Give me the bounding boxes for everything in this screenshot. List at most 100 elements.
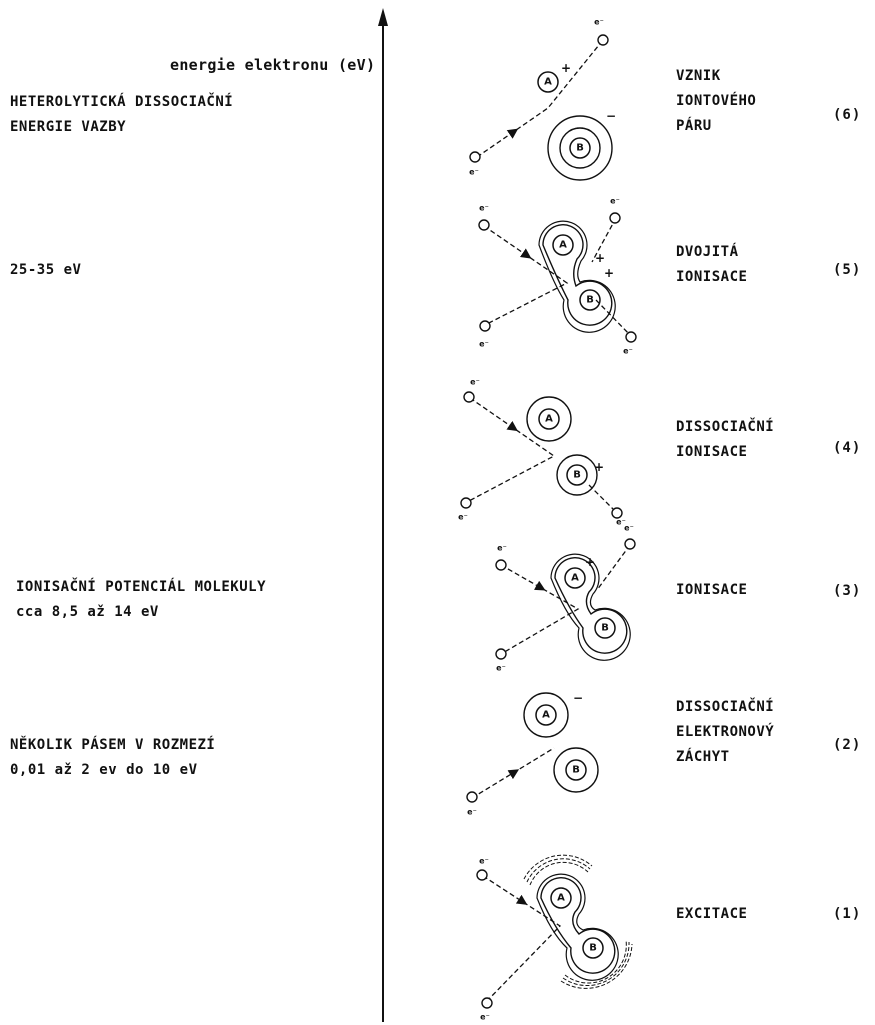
process-label-4: DISSOCIAČNÍ IONISACE xyxy=(676,415,774,465)
atom-shell xyxy=(526,396,572,442)
atom-core xyxy=(564,567,586,589)
electron xyxy=(479,320,491,332)
scheme-4-dissociative-ionisation: AB+e⁻e⁻e⁻ xyxy=(458,378,626,527)
excitation-arc xyxy=(562,941,630,987)
electron-symbol: e⁻ xyxy=(470,378,480,387)
electron-symbol: e⁻ xyxy=(616,518,626,527)
electron-symbol: e⁻ xyxy=(624,524,634,533)
atom-core xyxy=(538,408,560,430)
charge-sign: + xyxy=(561,61,571,75)
electron-symbol: e⁻ xyxy=(623,347,633,356)
electron xyxy=(469,151,481,163)
track-arrow xyxy=(519,248,532,259)
note-line: NĚKOLIK PÁSEM V ROZMEZÍ xyxy=(10,737,216,753)
molecule-envelope-outer xyxy=(550,553,631,661)
electron xyxy=(463,391,475,403)
atom-symbol: B xyxy=(573,470,581,481)
excitation-arc xyxy=(529,861,589,886)
electron-track xyxy=(591,217,617,263)
charge-sign: − xyxy=(573,691,583,705)
electron xyxy=(481,997,493,1009)
atom-core xyxy=(594,617,616,639)
note-line: IONISAČNÍ POTENCIÁL MOLEKULY xyxy=(16,579,267,595)
molecule-envelope xyxy=(540,877,616,974)
atom-symbol: B xyxy=(589,943,597,954)
note-line: ENERGIE VAZBY xyxy=(10,119,127,135)
note-double-ionisation-range: 25-35 eV xyxy=(10,258,81,283)
atom-symbol: A xyxy=(559,240,567,251)
note-bond-energy: HETEROLYTICKÁ DISSOCIAČNÍ ENERGIE VAZBY xyxy=(10,90,233,140)
process-number-3: (3) xyxy=(833,583,862,599)
axis-arrowhead xyxy=(378,8,388,26)
atom-symbol: B xyxy=(572,765,580,776)
atom-symbol: A xyxy=(571,573,579,584)
atom-core xyxy=(552,234,574,256)
process-line: ZÁCHYT xyxy=(676,749,730,765)
note-line: 0,01 až 2 ev do 10 eV xyxy=(10,762,198,778)
charge-sign: − xyxy=(606,109,616,123)
atom-core xyxy=(569,137,591,159)
process-label-3: IONISACE xyxy=(676,578,747,603)
process-label-6: VZNIK IONTOVÉHO PÁRU xyxy=(676,64,756,139)
electron xyxy=(625,331,637,343)
molecule-envelope xyxy=(542,224,613,326)
electron-track xyxy=(596,544,631,591)
process-line: IONISACE xyxy=(676,444,748,460)
process-number-1: (1) xyxy=(833,906,862,922)
excitation-arc xyxy=(564,939,627,984)
energy-axis xyxy=(378,8,388,1022)
atom-core xyxy=(566,464,588,486)
electron-track xyxy=(476,39,604,158)
atom-symbol: B xyxy=(576,143,584,154)
atom-shell xyxy=(553,747,599,793)
track-arrow xyxy=(515,894,528,905)
electron-symbol: e⁻ xyxy=(479,857,489,866)
track-arrow xyxy=(506,128,519,139)
atom-core xyxy=(582,937,604,959)
process-line: PÁRU xyxy=(676,118,712,134)
atom-symbol: A xyxy=(544,77,552,88)
process-number-4: (4) xyxy=(833,440,862,456)
atom-shell xyxy=(523,692,569,738)
electron-track xyxy=(595,299,632,337)
scheme-6-ion-pair: A+B−e⁻e⁻ xyxy=(469,18,616,181)
atom-symbol: A xyxy=(545,414,553,425)
track-arrow xyxy=(506,420,518,432)
note-line: cca 8,5 až 14 eV xyxy=(16,604,159,620)
note-line: HETEROLYTICKÁ DISSOCIAČNÍ xyxy=(10,94,234,110)
excitation-arc xyxy=(523,854,593,880)
electron-symbol: e⁻ xyxy=(610,197,620,206)
process-line: VZNIK xyxy=(676,68,721,84)
atom-core xyxy=(550,887,572,909)
electron xyxy=(495,559,507,571)
process-line: DISSOCIAČNÍ xyxy=(676,419,775,435)
atom-symbol: B xyxy=(586,295,594,306)
electron-symbol: e⁻ xyxy=(467,808,477,817)
electron xyxy=(597,34,609,46)
atom-core xyxy=(565,759,587,781)
electron xyxy=(495,648,507,660)
atom-shell xyxy=(556,454,598,496)
electron xyxy=(611,507,623,519)
electron-symbol: e⁻ xyxy=(594,18,604,27)
process-line: EXCITACE xyxy=(676,906,748,922)
charge-sign: + xyxy=(595,251,605,265)
electron xyxy=(466,791,478,803)
note-line: 25-35 eV xyxy=(10,262,82,278)
electron xyxy=(609,212,621,224)
electron-symbol: e⁻ xyxy=(497,544,507,553)
charge-sign: + xyxy=(594,460,604,474)
scheme-1-excitation: ABe⁻e⁻ xyxy=(476,854,633,1022)
process-line: IONISACE xyxy=(676,582,748,598)
process-line: ELEKTRONOVÝ xyxy=(676,724,775,740)
electron xyxy=(624,538,636,550)
process-number-6: (6) xyxy=(833,107,862,123)
atom-core xyxy=(537,71,559,93)
excitation-arc xyxy=(526,858,591,883)
process-number-2: (2) xyxy=(833,737,862,753)
atom-core xyxy=(535,704,557,726)
electron xyxy=(460,497,472,509)
electron-track xyxy=(500,564,580,655)
charge-sign: + xyxy=(585,555,595,569)
electron-symbol: e⁻ xyxy=(479,204,489,213)
